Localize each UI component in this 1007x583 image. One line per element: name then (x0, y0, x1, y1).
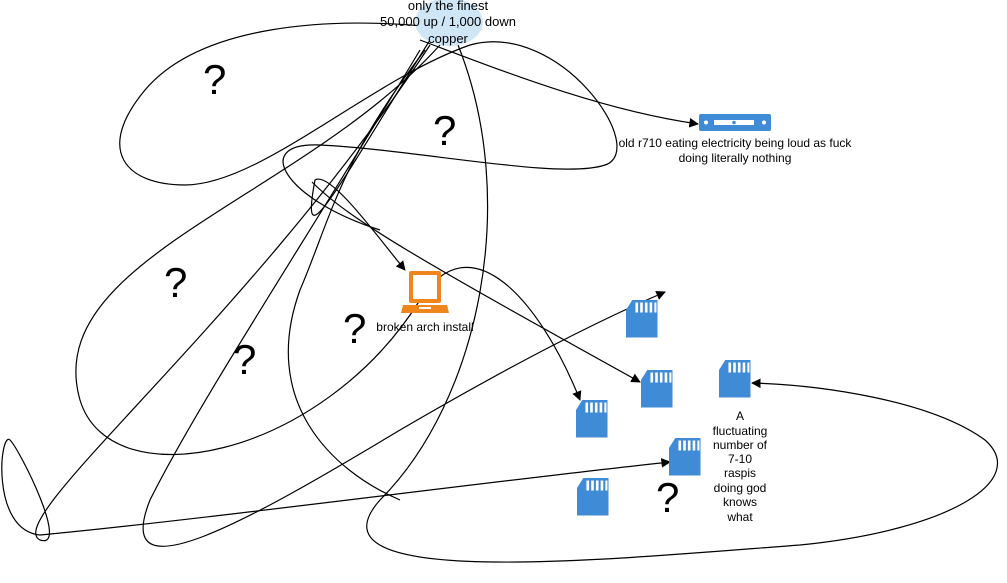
question-mark: ? (233, 336, 256, 383)
raspi-label-line-5: raspis (724, 466, 756, 480)
sd-card-icon (576, 400, 608, 438)
raspi-label-line-1: A (736, 409, 744, 423)
sd-card-icon (626, 300, 658, 338)
connector-laptop-to-sd2 (311, 181, 641, 383)
question-mark: ? (203, 56, 226, 103)
r710-server[interactable]: old r710 eating electricity being loud a… (619, 114, 853, 165)
raspi-label-line-2: fluctuating (713, 424, 768, 438)
raspi-label-line-3: number of (713, 438, 768, 452)
question-mark: ? (343, 305, 366, 352)
connector-server-loop (119, 22, 618, 231)
internet-cloud[interactable]: only the finest 50,000 up / 1,000 down c… (380, 0, 516, 46)
server-label-line-1: old r710 eating electricity being loud a… (619, 136, 853, 150)
internet-label-line-2: 50,000 up / 1,000 down (380, 14, 516, 29)
laptop-icon (401, 271, 449, 313)
server-label-line-2: doing literally nothing (679, 151, 792, 165)
connector-cloud-to-server (419, 39, 699, 128)
raspi-label-line-7: knows (723, 495, 757, 509)
laptop-label: broken arch install (376, 320, 473, 334)
raspi-cluster[interactable]: A fluctuating number of 7-10 raspis doin… (576, 300, 768, 524)
question-mark: ? (164, 259, 187, 306)
sd-card-icon (577, 478, 609, 516)
rack-server-icon (699, 114, 771, 131)
connectors (1, 22, 998, 563)
question-mark: ? (433, 107, 456, 154)
raspi-label-line-4: 7-10 (728, 452, 752, 466)
connector-middle-loop (287, 49, 426, 501)
raspi-label-line-8: what (726, 510, 753, 524)
raspi-label-line-6: doing god (714, 481, 767, 495)
sd-card-icon (719, 360, 751, 398)
cloud-icon (415, 0, 483, 46)
arch-laptop[interactable]: broken arch install (376, 271, 474, 334)
connector-far-left-loop (1, 44, 671, 542)
connector-to-sd-top (142, 49, 666, 547)
internet-label-line-1: only the finest (408, 0, 489, 13)
connector-right-loop (366, 44, 998, 563)
sd-card-icon (641, 370, 673, 408)
internet-label-line-3: copper (428, 31, 468, 46)
connector-cloud-to-laptop (310, 39, 431, 271)
question-marks: ? ? ? ? ? ? (164, 56, 679, 521)
sd-card-icon (669, 438, 701, 476)
connector-long-left-loop (75, 44, 582, 455)
question-mark: ? (656, 474, 679, 521)
